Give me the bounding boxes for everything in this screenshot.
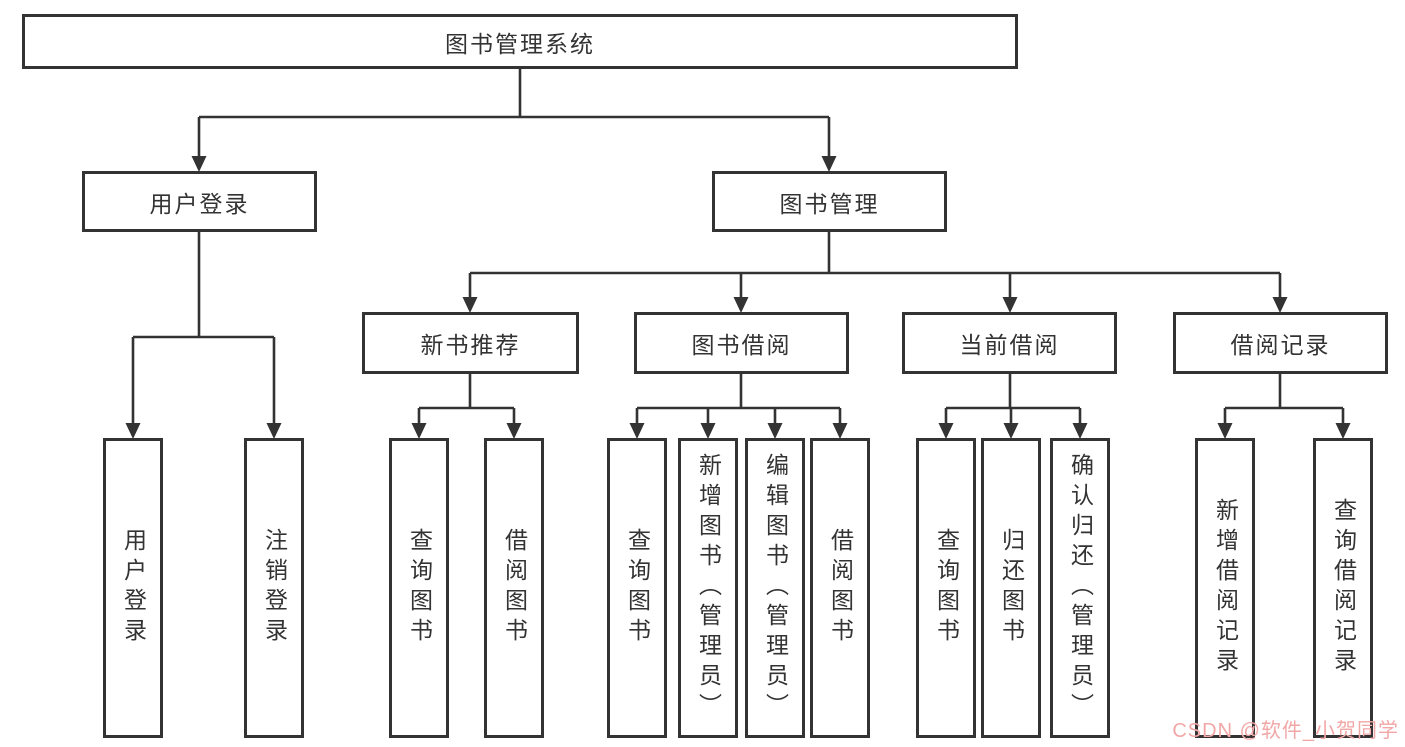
node-new-book-recommend-label: 新书推荐	[420, 332, 521, 358]
leaf-edit-book-admin-label: 编辑图书（管理员）	[762, 453, 789, 723]
leaf-current-query-book-label: 查询图书	[933, 528, 960, 648]
leaf-add-book-admin: 新增图书（管理员）	[678, 438, 738, 738]
node-current-borrow: 当前借阅	[902, 312, 1117, 374]
leaf-logout-label: 注销登录	[261, 528, 288, 648]
node-book-management-label: 图书管理	[779, 190, 880, 217]
node-borrow-records: 借阅记录	[1173, 312, 1388, 374]
leaf-borrow-query-book-label: 查询图书	[624, 528, 651, 648]
node-user-login: 用户登录	[82, 171, 317, 232]
leaf-confirm-return-admin-label: 确认归还（管理员）	[1067, 453, 1094, 723]
leaf-recommend-query-book: 查询图书	[389, 438, 449, 738]
leaf-user-login-label: 用户登录	[120, 528, 147, 648]
leaf-borrow-book-label: 借阅图书	[827, 528, 854, 648]
leaf-logout: 注销登录	[244, 438, 304, 738]
leaf-confirm-return-admin: 确认归还（管理员）	[1050, 438, 1110, 738]
node-book-borrow-label: 图书借阅	[691, 332, 792, 358]
node-book-management: 图书管理	[712, 171, 947, 232]
leaf-return-book-label: 归还图书	[998, 528, 1025, 648]
leaf-query-borrow-record-label: 查询借阅记录	[1330, 498, 1357, 678]
node-current-borrow-label: 当前借阅	[959, 332, 1060, 358]
leaf-query-borrow-record: 查询借阅记录	[1313, 438, 1373, 738]
leaf-user-login: 用户登录	[103, 438, 163, 738]
leaf-return-book: 归还图书	[981, 438, 1041, 738]
leaf-current-query-book: 查询图书	[916, 438, 976, 738]
node-borrow-records-label: 借阅记录	[1230, 332, 1331, 358]
node-root-label: 图书管理系统	[445, 30, 595, 57]
arrowheads	[125, 156, 1351, 439]
leaf-add-borrow-record: 新增借阅记录	[1195, 438, 1255, 738]
node-user-login-label: 用户登录	[149, 190, 250, 217]
leaf-edit-book-admin: 编辑图书（管理员）	[745, 438, 805, 738]
leaf-add-book-admin-label: 新增图书（管理员）	[695, 453, 722, 723]
node-book-borrow: 图书借阅	[634, 312, 849, 374]
leaf-recommend-borrow-book-label: 借阅图书	[501, 528, 528, 648]
leaf-add-borrow-record-label: 新增借阅记录	[1212, 498, 1239, 678]
node-root: 图书管理系统	[22, 14, 1018, 69]
leaf-borrow-book: 借阅图书	[810, 438, 870, 738]
csdn-watermark: CSDN @软件_小贺同学	[1172, 720, 1399, 742]
leaf-borrow-query-book: 查询图书	[607, 438, 667, 738]
leaf-recommend-query-book-label: 查询图书	[406, 528, 433, 648]
node-new-book-recommend: 新书推荐	[362, 312, 579, 374]
leaf-recommend-borrow-book: 借阅图书	[484, 438, 544, 738]
